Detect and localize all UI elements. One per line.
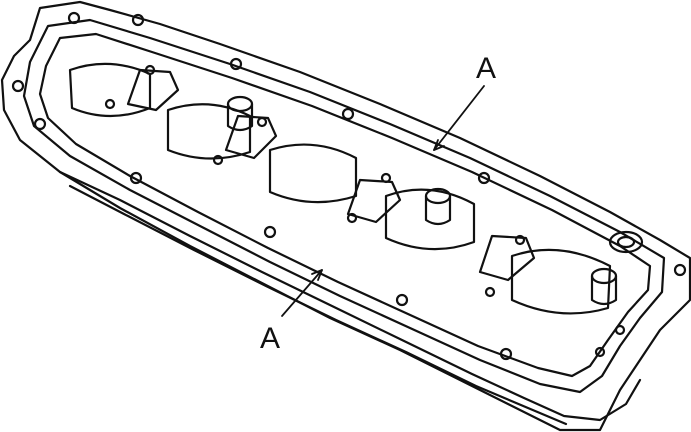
- gasket-outline: [22, 18, 666, 394]
- callout-label-bottom: A: [260, 322, 281, 355]
- lower-flange-2: [68, 184, 568, 426]
- leader-bottom: [281, 269, 323, 317]
- leader-top-arrow: [433, 139, 445, 151]
- lower-flange: [58, 170, 642, 422]
- chamber-1: [68, 62, 152, 118]
- callout-label-top: A: [476, 52, 497, 85]
- chamber-3: [268, 143, 358, 204]
- post-3: [590, 267, 618, 285]
- chamber-4: [384, 188, 476, 251]
- leader-top: [433, 85, 485, 151]
- chamber-2: [166, 103, 252, 160]
- oil-cap: [608, 230, 644, 254]
- post-1: [226, 95, 254, 113]
- chamber-5: [510, 248, 612, 315]
- leader-bottom-arrow: [311, 269, 323, 281]
- rib-1: [126, 68, 180, 112]
- rib-4: [478, 234, 536, 282]
- gasket-inner: [38, 32, 652, 378]
